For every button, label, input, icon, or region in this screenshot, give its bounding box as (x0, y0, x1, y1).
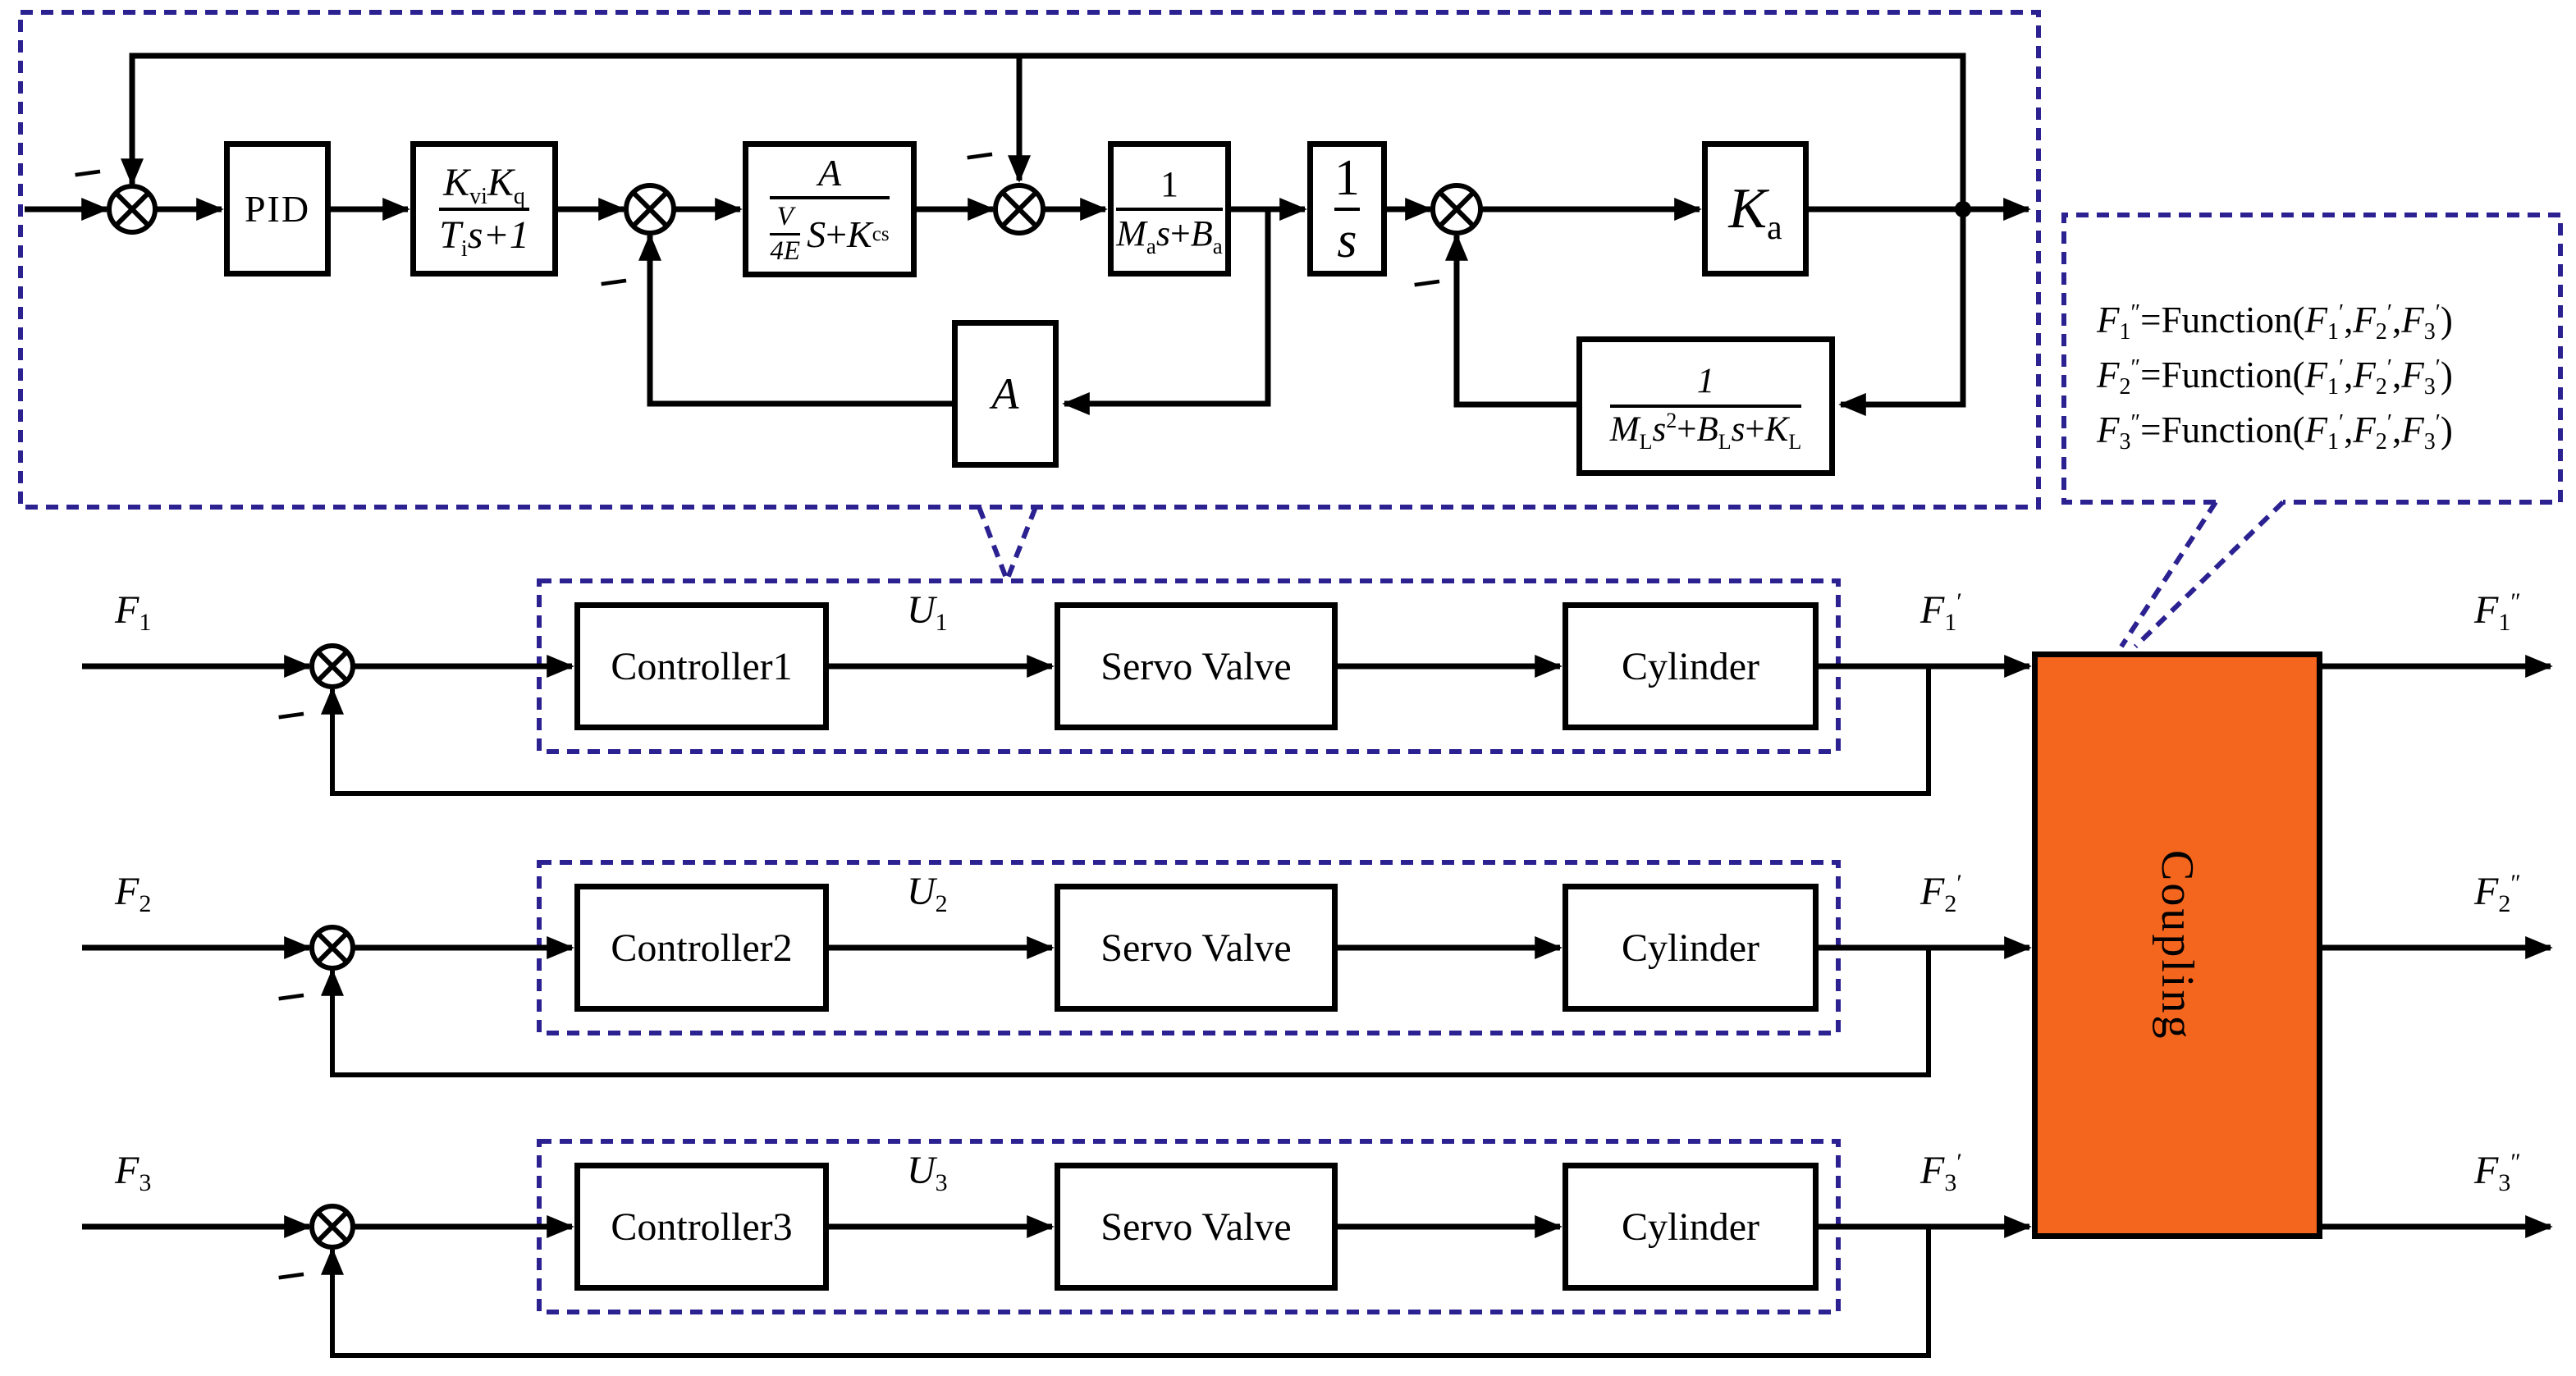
detail-loop-frame (18, 10, 2041, 510)
ka-label: Ka (1728, 176, 1782, 247)
flow-gain-block: KviKq Tis+1 (410, 141, 558, 277)
coupling-block: Coupling (2032, 651, 2322, 1239)
servo-valve-label: Servo Valve (1100, 926, 1292, 970)
coupling-label: Coupling (2152, 849, 2203, 1041)
fraction-bar (770, 196, 890, 200)
u3-signal-label: U3 (907, 1149, 948, 1196)
minus-sign: − (272, 965, 311, 1030)
pid-label: PID (244, 188, 311, 230)
minus-sign: − (1407, 251, 1447, 316)
actuator-numerator: 1 (1160, 163, 1178, 204)
u1-signal-label: U1 (907, 588, 948, 636)
integrator-block: 1 s (1307, 141, 1387, 277)
channel3-feedback-wire (321, 1227, 1931, 1358)
f3-input-label: F3 (115, 1149, 152, 1196)
position-feedback-wire (121, 53, 1966, 209)
coupling-note-line-2: F2″=Function(F1′,F2′,F3′) (2097, 354, 2453, 400)
sum-junction-icon (309, 643, 355, 689)
fraction-bar (1609, 405, 1802, 408)
sum-junction-icon (993, 183, 1045, 235)
sum-junction-icon (624, 183, 676, 235)
pid-block: PID (224, 141, 331, 277)
load-denominator: MLs2+BLs+KL (1609, 409, 1802, 454)
coupling-note-line-1: F1″=Function(F1′,F2′,F3′) (2097, 299, 2453, 345)
actuator-dynamics-block: 1 Mas+Ba (1108, 141, 1231, 277)
servo-valve-block-1: Servo Valve (1055, 602, 1338, 730)
area-feedback-block: A (952, 320, 1059, 468)
servo-valve-label: Servo Valve (1100, 644, 1292, 688)
load-dynamics-block: 1 MLs2+BLs+KL (1576, 336, 1835, 476)
fraction-bar (439, 207, 529, 211)
load-feedback-wire (1445, 233, 1576, 408)
minus-sign: − (68, 141, 108, 206)
channel-wires (82, 655, 2553, 1358)
controller3-block: Controller3 (574, 1163, 829, 1291)
cylinder-label: Cylinder (1622, 926, 1759, 970)
sum-junction-icon (1430, 183, 1483, 235)
servo-valve-block-2: Servo Valve (1055, 884, 1338, 1012)
detail-loop-wires (25, 53, 2031, 416)
controller1-block: Controller1 (574, 602, 829, 730)
servo-valve-block-3: Servo Valve (1055, 1163, 1338, 1291)
summing-junctions (107, 183, 1483, 1250)
area-label: A (991, 369, 1019, 418)
minus-sign: − (594, 250, 634, 315)
channel2-feedback-wire (321, 948, 1931, 1077)
gain-numerator: KviKq (443, 160, 525, 209)
gain-denominator: Tis+1 (439, 213, 529, 262)
sum-junction-icon (107, 184, 158, 235)
integrator-numerator: 1 (1334, 149, 1360, 206)
cylinder-block-2: Cylinder (1563, 884, 1819, 1012)
f1-double-prime-label: F1″ (2474, 588, 2521, 636)
cylinder-label: Cylinder (1622, 644, 1759, 688)
f1-input-label: F1 (115, 588, 152, 636)
f2-input-label: F2 (115, 870, 152, 917)
controller2-label: Controller2 (611, 926, 793, 970)
cylinder-block-1: Cylinder (1563, 602, 1819, 730)
channel1-feedback-wire (321, 666, 1931, 796)
u2-signal-label: U2 (907, 870, 948, 917)
minus-sign: − (272, 1244, 311, 1309)
f3-double-prime-label: F3″ (2474, 1149, 2521, 1196)
note-bubble-frame (2061, 213, 2563, 505)
load-input-wire (1838, 209, 1966, 416)
branch-node-dot (1955, 201, 1971, 217)
controller1-label: Controller1 (611, 644, 793, 688)
f2-prime-label: F2′ (1920, 870, 1962, 917)
cylinder-label: Cylinder (1622, 1205, 1759, 1249)
controller2-block: Controller2 (574, 884, 829, 1012)
coupling-note-line-3: F3″=Function(F1′,F2′,F3′) (2097, 409, 2453, 455)
load-numerator: 1 (1696, 362, 1715, 401)
cylinder-block-3: Cylinder (1563, 1163, 1819, 1291)
servo-valve-label: Servo Valve (1100, 1205, 1292, 1249)
valve-numerator: A (817, 151, 842, 194)
ka-gain-block: Ka (1702, 141, 1809, 277)
f1-prime-label: F1′ (1920, 588, 1962, 636)
fraction-bar (1334, 207, 1360, 211)
fraction-bar (770, 233, 801, 236)
minus-sign: − (960, 124, 1000, 189)
velocity-branch-wire (1062, 209, 1271, 415)
minus-sign: − (272, 683, 311, 748)
sum-junction-icon (309, 925, 355, 971)
area-feedback-wire (638, 233, 952, 407)
fraction-bar (1116, 207, 1223, 211)
f2-double-prime-label: F2″ (2474, 870, 2521, 917)
detail-callout-tail-icon (977, 505, 1038, 587)
controller3-label: Controller3 (611, 1205, 793, 1249)
integrator-denominator: s (1337, 212, 1357, 268)
actuator-denominator: Mas+Ba (1116, 213, 1223, 258)
sum-junction-icon (309, 1204, 355, 1250)
note-bubble-tail-icon (2119, 500, 2285, 649)
f3-prime-label: F3′ (1920, 1149, 1962, 1196)
